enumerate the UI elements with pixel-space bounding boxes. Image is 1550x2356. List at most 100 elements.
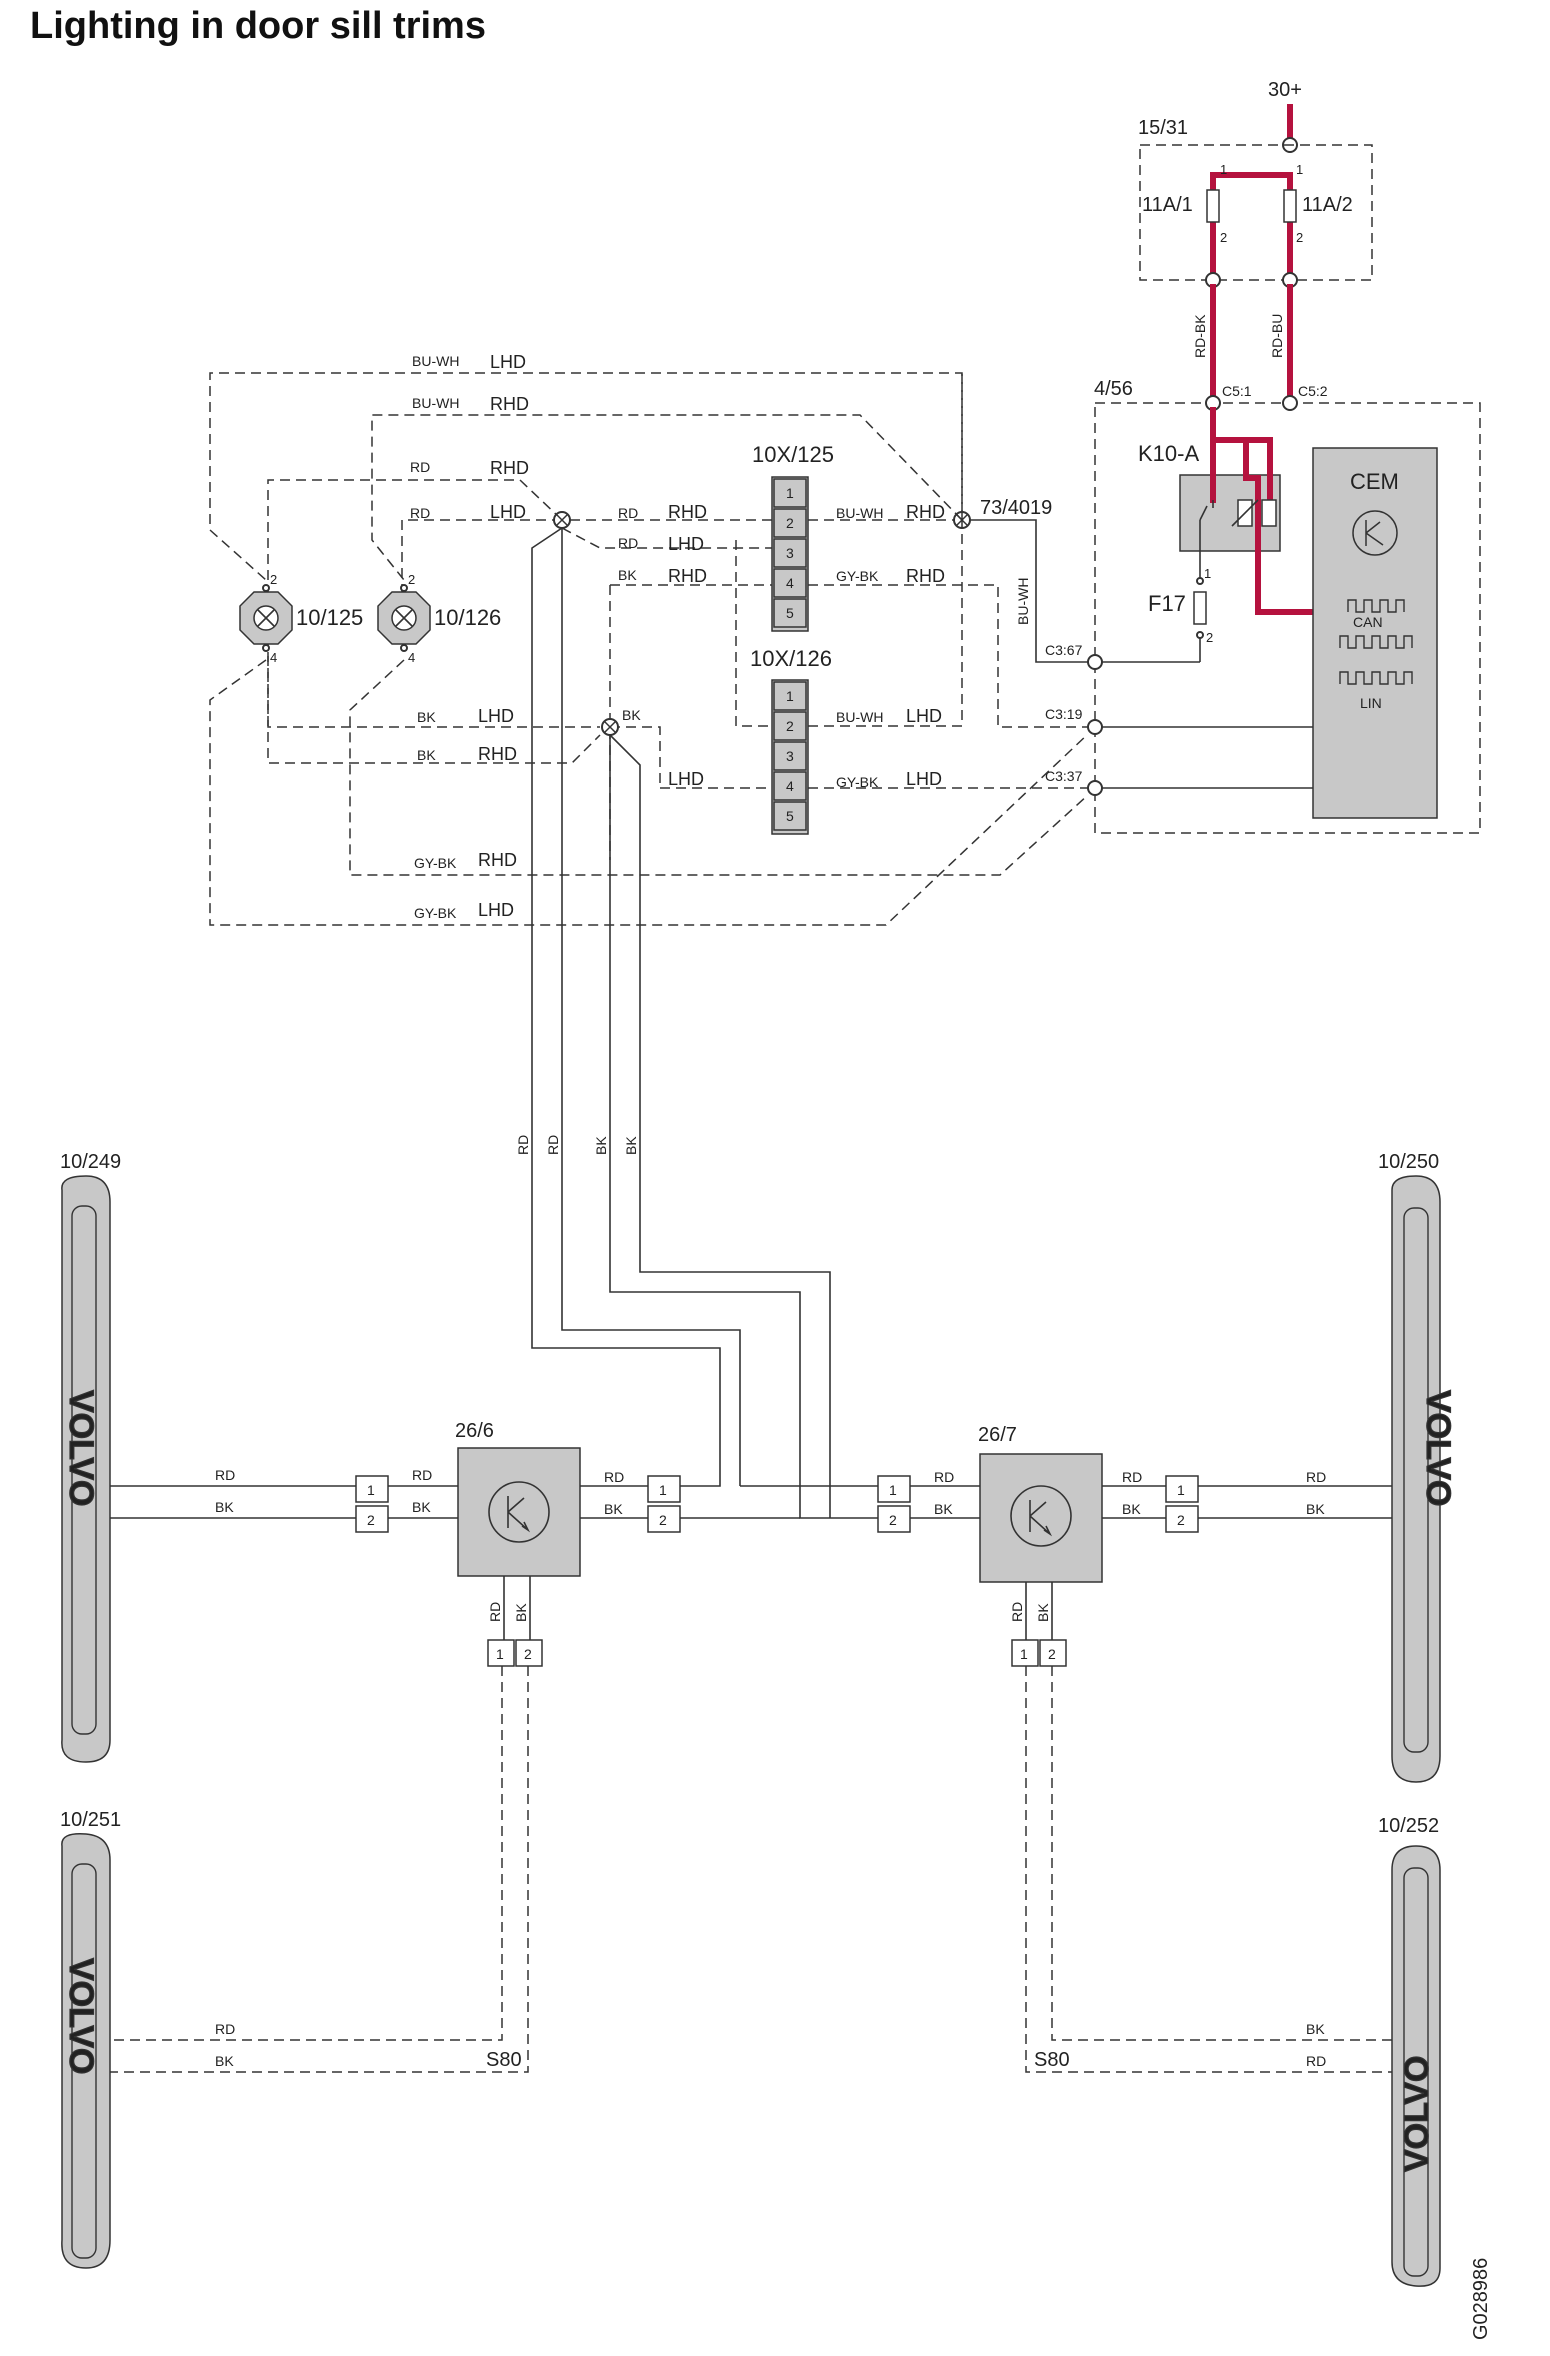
module-26-7 <box>979 1453 1103 1583</box>
pin-26-6-b2-num: 2 <box>524 1646 532 1662</box>
bk-node-label: BK <box>622 707 641 723</box>
fuse-11a1 <box>1206 189 1220 223</box>
relay-label: K10-A <box>1138 441 1199 466</box>
c367-node <box>1087 654 1103 670</box>
f17-fuse <box>1193 591 1207 625</box>
w267-out-bk: BK <box>1122 1501 1141 1517</box>
splice-rd-mark <box>555 513 569 527</box>
pin-26-7-r1 <box>1165 1475 1199 1503</box>
transistor-icon <box>1352 510 1398 556</box>
pin-26-7-r2 <box>1165 1505 1199 1533</box>
harness-bk-lhd <box>267 640 600 728</box>
can-waveform-icon <box>1347 599 1405 613</box>
f17-pin2: 2 <box>1206 630 1213 645</box>
module-26-6-transistor-icon <box>488 1481 550 1543</box>
c125-pin3: 3 <box>786 545 794 561</box>
w249-rd: RD <box>215 1467 235 1483</box>
w250-bk: BK <box>1306 1501 1325 1517</box>
harness-buwh-lhd <box>209 372 963 581</box>
w266-out-bk: BK <box>604 1501 623 1517</box>
w266-b-rd: RD <box>487 1602 503 1622</box>
lamp-126-pin-bot: 4 <box>408 650 415 665</box>
fuse-b-pin1: 1 <box>1296 162 1303 177</box>
wires-26-7-out <box>1102 1485 1166 1519</box>
image-ref: G028986 <box>1470 2258 1492 2340</box>
pin-26-7-l1-num: 1 <box>889 1482 897 1498</box>
module-26-7-transistor-icon <box>1010 1485 1072 1547</box>
conn-125 <box>771 476 809 632</box>
relay-supply-wire <box>1210 407 1313 615</box>
module-26-7-transistor-symbol <box>1029 1500 1053 1537</box>
lamp-10-125 <box>239 584 293 652</box>
module-26-6-transistor-symbol <box>507 1496 531 1533</box>
pin-26-6-r1 <box>647 1475 681 1503</box>
can-label: CAN <box>1353 614 1383 630</box>
w-s-rd-rhd-b: RHD <box>668 502 707 522</box>
sill-10-250 <box>1391 1175 1441 1783</box>
bu-wh-vertical-label: BU-WH <box>1015 578 1031 625</box>
pin-26-6-b1 <box>487 1639 515 1667</box>
splice-bk-mark <box>603 720 617 734</box>
pin-26-6-r2 <box>647 1505 681 1533</box>
w-rd-lhd-b: LHD <box>490 502 526 522</box>
module-26-6-label: 26/6 <box>455 1420 494 1442</box>
sill-10-252 <box>1391 1845 1441 2287</box>
c125-pin4: 4 <box>786 575 794 591</box>
c52-label: C5:2 <box>1298 383 1328 399</box>
w-rd-rhd-b: RHD <box>490 458 529 478</box>
can-waveform-2-icon <box>1339 635 1413 649</box>
module-26-6 <box>457 1447 581 1577</box>
w-bk-rhd-b: RHD <box>478 744 517 764</box>
w-buwh-rhd-b: RHD <box>490 394 529 414</box>
w-c4-lhd-a: GY-BK <box>836 774 879 790</box>
c126-pin5: 5 <box>786 808 794 824</box>
vlabel-rd-1: RD <box>515 1135 531 1155</box>
s80-left-rd: RD <box>215 2021 235 2037</box>
w-s-rd-lhd-b: LHD <box>668 534 704 554</box>
f17-top-node <box>1196 577 1204 585</box>
wire-rd-1 <box>531 527 721 1487</box>
w266-b-bk: BK <box>513 1603 529 1622</box>
pin-26-7-l2 <box>877 1505 911 1533</box>
fuse-b-pin2: 2 <box>1296 230 1303 245</box>
lamp-10-126 <box>377 584 431 652</box>
wire-bk-1 <box>609 735 878 1519</box>
w267-in-rd: RD <box>934 1469 954 1485</box>
c125-pin1: 1 <box>786 485 794 501</box>
lamp-126-pin-top: 2 <box>408 572 415 587</box>
supply-label: 30+ <box>1268 79 1302 101</box>
fuse-b-label: 11A/2 <box>1302 194 1353 216</box>
pin-26-6-l1 <box>355 1475 389 1503</box>
harness-rd-rhd <box>267 479 563 640</box>
s80-right-bk: BK <box>1306 2021 1325 2037</box>
pin-26-7-b2 <box>1039 1639 1067 1667</box>
fusebox-outline <box>1139 144 1373 281</box>
pin-26-6-r1-num: 1 <box>659 1482 667 1498</box>
pin-26-6-r2-num: 2 <box>659 1512 667 1528</box>
w-bk-rhd-a: BK <box>417 747 436 763</box>
pin-26-7-b2-num: 2 <box>1048 1646 1056 1662</box>
w-lhd-only: LHD <box>668 769 704 789</box>
sill-10-249 <box>61 1175 111 1763</box>
c126-pin3: 3 <box>786 748 794 764</box>
harness-bk-rhd <box>267 652 601 764</box>
lamp-125-pin-bot: 4 <box>270 650 277 665</box>
conn-125-label: 10X/125 <box>752 442 834 467</box>
w249-bk: BK <box>215 1499 234 1515</box>
vlabel-rd-2: RD <box>545 1135 561 1155</box>
diagram-title: Lighting in door sill trims <box>30 5 486 47</box>
relay-coil-wire <box>1243 437 1273 503</box>
w-c2-lhd-a: BU-WH <box>836 709 883 725</box>
sill-249-brand: VOLVO <box>62 1390 100 1507</box>
w-s-bk-rhd-a: BK <box>618 567 637 583</box>
relay-coil-b <box>1261 499 1277 527</box>
harness-bk-node-right <box>610 726 661 788</box>
conn-126-label: 10X/126 <box>750 646 832 671</box>
c337-label: C3:37 <box>1045 768 1083 784</box>
c125-pin2: 2 <box>786 515 794 531</box>
lamp-125-pin-top: 2 <box>270 572 277 587</box>
sill-252-brand: VOLVO <box>1398 2056 1436 2173</box>
lin-label: LIN <box>1360 695 1382 711</box>
c126-pin4: 4 <box>786 778 794 794</box>
